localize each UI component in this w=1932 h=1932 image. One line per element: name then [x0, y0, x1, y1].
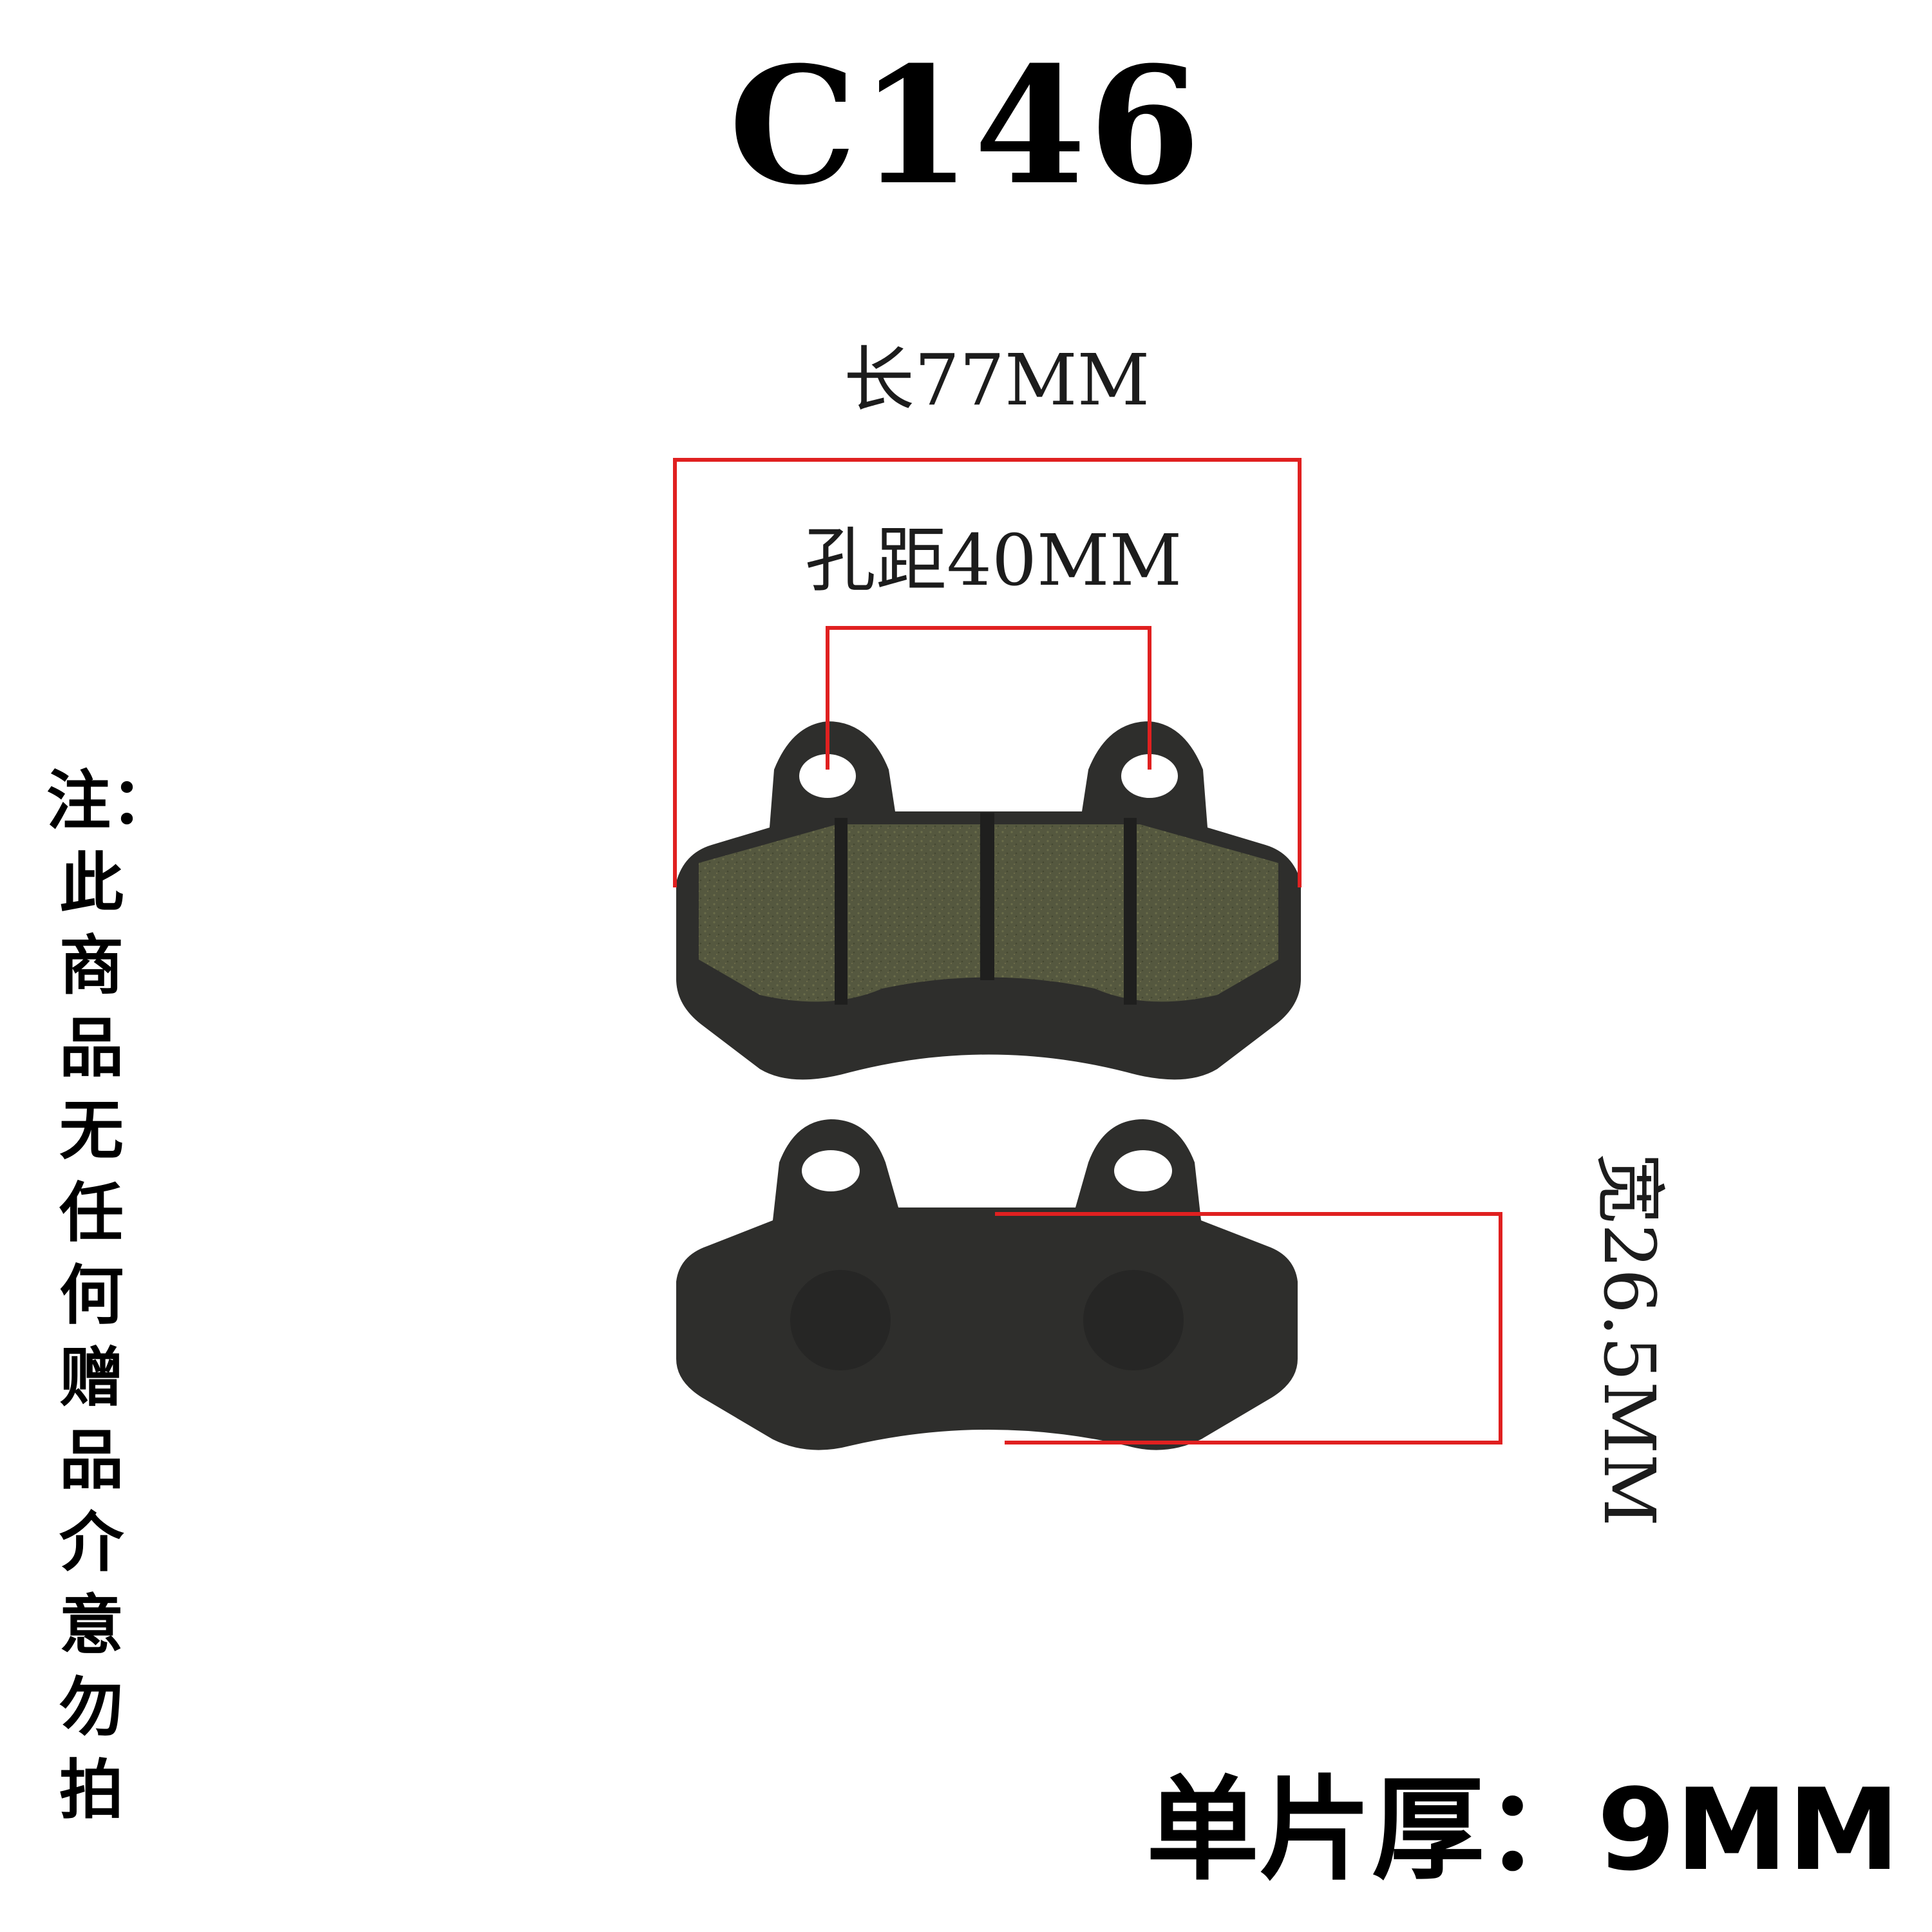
- no-gift-note: 注：此商品无任何赠品介意勿拍: [46, 763, 175, 1828]
- width-label: 宽26.5MM: [1588, 1153, 1671, 1527]
- dimension-line-hole-spacing: [826, 626, 1151, 770]
- model-title: C146: [728, 31, 1204, 220]
- thickness-label: 单片厚：9MM: [1146, 1765, 1900, 1896]
- dimension-line-width: [995, 1212, 1502, 1444]
- brake-pad-back-image: [676, 1119, 1298, 1450]
- dimension-line-length: [673, 458, 1302, 887]
- length-label: 长77MM: [844, 339, 1150, 421]
- hole-spacing-label: 孔距40MM: [805, 519, 1182, 601]
- brake-pad-front-image: [676, 721, 1301, 1080]
